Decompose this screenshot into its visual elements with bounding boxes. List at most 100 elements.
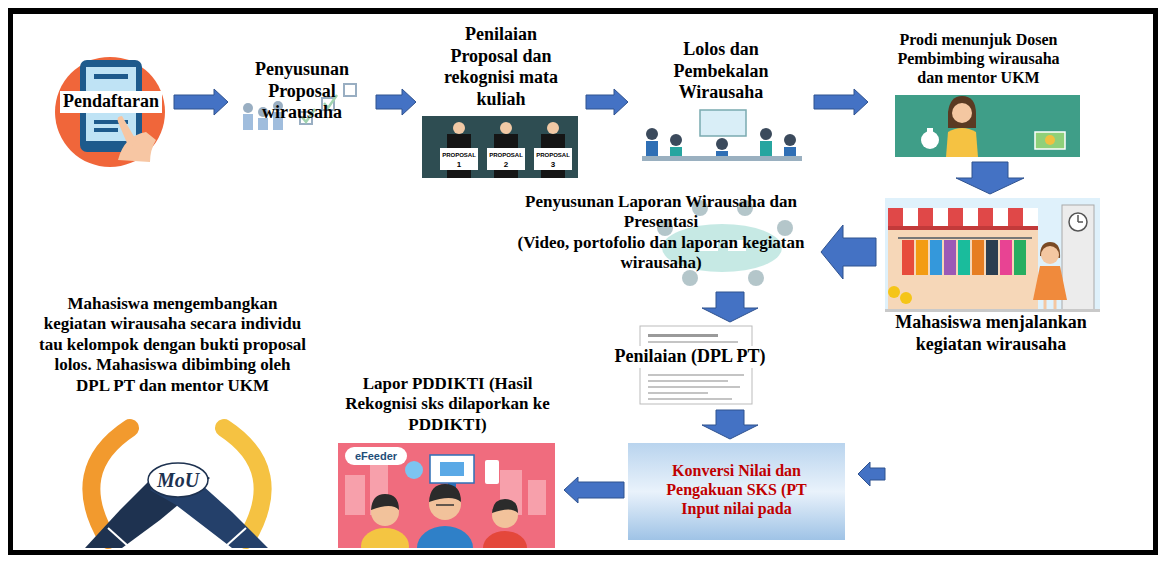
step-text: Lolos dan Pembekalan Wirausaha [661, 39, 781, 104]
shop-illustration [885, 198, 1100, 315]
efeeder-illustration-part [361, 528, 409, 548]
process-step: Mahasiswa menjalankan kegiatan wirausaha [880, 198, 1102, 360]
shop-illustration-part [888, 286, 900, 298]
proposal-drafting-illustration-part [344, 84, 356, 96]
registration-icon-part [118, 132, 156, 162]
assessment-illustration-part [487, 148, 525, 170]
card-number: 2 [504, 161, 508, 169]
document-illustration-part [648, 334, 718, 337]
card-text: PROPOSAL [536, 152, 570, 158]
assessment-illustration-part [422, 116, 578, 178]
efeeder-illustration-part [417, 526, 473, 548]
flow-arrow [702, 410, 758, 439]
shop-illustration-part [1078, 221, 1083, 223]
assessment-illustration-part [547, 122, 559, 134]
shop-illustration-part [903, 208, 918, 226]
proposal-drafting-illustration-part [243, 103, 253, 113]
shop-illustration-part [972, 240, 984, 275]
shop-illustration-part [1014, 240, 1026, 275]
step-text: Konversi Nilai dan Pengakuan SKS (PT Inp… [649, 461, 824, 519]
efeeder-illustration-part [345, 447, 407, 465]
shop-illustration-part [1000, 240, 1012, 275]
step-text: Mahasiswa menjalankan kegiatan wirausaha [880, 312, 1102, 355]
meeting-illustration-part [682, 270, 698, 286]
card-text: PROPOSAL [489, 152, 523, 158]
document-illustration-part [648, 386, 740, 388]
briefing-illustration-part [646, 128, 658, 140]
supervisor-illustration-part [895, 95, 1080, 157]
card-number: 1 [457, 161, 461, 169]
step-text: Prodi menunjuk Dosen Pembimbing wirausah… [886, 30, 1071, 88]
step-text: Penilaian Proposal dan rekognisi mata ku… [436, 24, 566, 110]
shop-illustration-part [1033, 266, 1067, 300]
shop-illustration-part [1077, 215, 1079, 222]
card-number: 3 [551, 161, 555, 169]
efeeder-illustration-part [436, 504, 454, 506]
efeeder-illustration-part [485, 460, 499, 484]
supervisor-illustration-part [1035, 132, 1065, 149]
supervisor-illustration-part [1045, 135, 1055, 145]
card-text: PROPOSAL [442, 152, 476, 158]
efeeder-illustration-part [430, 455, 474, 483]
document-illustration-part [648, 392, 708, 394]
document-illustration-part [648, 380, 728, 382]
step-text: Penyusunan Laporan Wirausaha dan Present… [508, 192, 814, 233]
efeeder-illustration-part [405, 461, 423, 479]
handshake-illustration [85, 428, 268, 548]
shop-illustration-part [888, 215, 1038, 315]
step-text: Pendaftaran [60, 91, 162, 113]
supervisor-illustration-part [948, 96, 976, 128]
shop-illustration-part [944, 240, 956, 275]
shop-illustration-part [930, 240, 942, 275]
briefing-illustration-part [716, 138, 728, 150]
proposal-drafting-illustration-part [243, 114, 253, 130]
efeeder-illustration-part [483, 531, 527, 548]
process-step: Penyusunan Laporan Wirausaha dan Present… [505, 180, 817, 288]
shop-illustration-part [885, 198, 1100, 315]
step-detail: (Video, portofolio dan laporan kegiatan … [508, 233, 814, 274]
efeeder-illustration-part [345, 475, 365, 515]
step-text: Penilaian (DPL PT) [611, 346, 768, 368]
meeting-illustration-part [748, 270, 764, 286]
shop-illustration-part [1062, 205, 1094, 315]
briefing-illustration-part [642, 156, 802, 161]
shop-illustration-part [918, 208, 933, 226]
flow-arrow [821, 225, 876, 279]
supervisor-illustration [895, 95, 1080, 157]
shop-illustration-part [900, 292, 912, 304]
registration-icon-part [55, 57, 165, 167]
efeeder-illustration-part [371, 494, 399, 510]
handshake-illustration-part [226, 528, 246, 546]
supervisor-illustration-part [946, 128, 978, 157]
registration-icon-part [94, 128, 118, 132]
shop-illustration-part [1041, 246, 1059, 264]
process-step: Lolos dan Pembekalan Wirausaha [632, 35, 810, 163]
document-illustration-part [648, 341, 738, 343]
shop-illustration-part [888, 208, 903, 226]
registration-icon-part [118, 116, 137, 150]
shop-illustration-part [948, 208, 963, 226]
handshake-illustration-part [148, 463, 208, 497]
shop-illustration-part [916, 240, 928, 275]
flow-arrow [814, 89, 868, 115]
shop-illustration-part [963, 208, 978, 226]
shop-illustration-part [958, 240, 970, 275]
registration-icon [55, 57, 165, 167]
assessment-illustration [422, 116, 578, 178]
briefing-illustration-part [700, 110, 746, 136]
efeeder-illustration-part [528, 480, 546, 515]
assessment-illustration-part [453, 122, 465, 134]
flow-arrow [586, 89, 628, 115]
conversion-box: Konversi Nilai dan Pengakuan SKS (PT Inp… [628, 443, 845, 540]
supervisor-illustration-part [952, 103, 972, 123]
assessment-illustration-part [500, 122, 512, 134]
flow-arrow [564, 477, 624, 503]
document-illustration-part [648, 398, 732, 400]
briefing-illustration-part [760, 128, 772, 140]
flow-arrow [956, 162, 1024, 194]
efeeder-illustration-part [429, 484, 461, 502]
assessment-illustration-part [534, 148, 572, 170]
logo-text: eFeeder [355, 451, 397, 462]
supervisor-illustration-part [927, 128, 933, 140]
